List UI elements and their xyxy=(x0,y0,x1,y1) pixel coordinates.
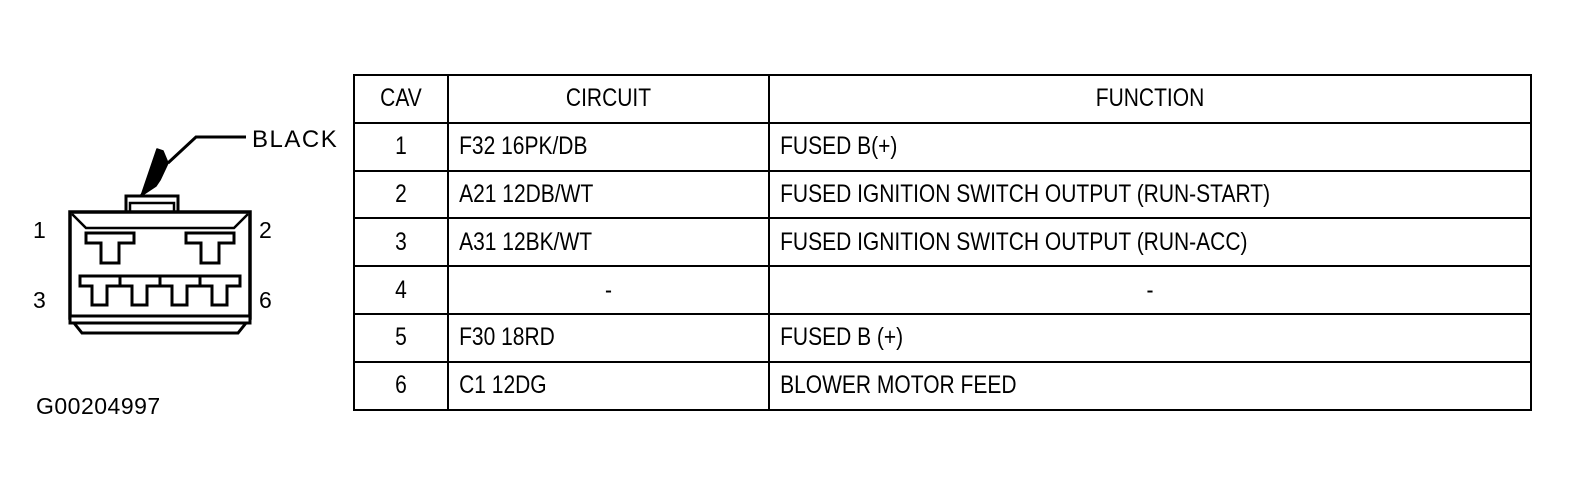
pin-number-6: 6 xyxy=(259,287,272,313)
column-header-circuit-label: CIRCUIT xyxy=(565,84,652,113)
callout-leader-line xyxy=(166,135,246,165)
cell-function: FUSED IGNITION SWITCH OUTPUT (RUN-START) xyxy=(768,169,1532,220)
column-header-cav: CAV xyxy=(353,74,449,124)
pin-number-3: 3 xyxy=(33,287,46,313)
arrow-pointer-icon xyxy=(138,148,169,198)
column-header-circuit: CIRCUIT xyxy=(447,74,770,124)
cavity-top-left xyxy=(84,231,136,265)
cell-cav: 3 xyxy=(353,217,449,268)
pinout-table-container: CAV CIRCUIT FUNCTION 1 F32 16PK/DB F xyxy=(353,74,1532,411)
cavity-bottom-4 xyxy=(198,274,242,307)
cell-cav: 6 xyxy=(353,360,449,411)
cell-circuit: A31 12BK/WT xyxy=(447,217,770,268)
connector-base-flange xyxy=(68,314,252,335)
cell-cav: 2 xyxy=(353,169,449,220)
column-header-cav-label: CAV xyxy=(380,84,422,113)
pinout-table: CAV CIRCUIT FUNCTION 1 F32 16PK/DB F xyxy=(353,74,1532,411)
cell-cav: 1 xyxy=(353,121,449,172)
connector-figure: BLACK 1 2 3 6 G00204997 xyxy=(0,0,350,440)
table-row: 2 A21 12DB/WT FUSED IGNITION SWITCH OUTP… xyxy=(353,169,1532,220)
cell-function: - xyxy=(768,265,1532,315)
cell-circuit: C1 12DG xyxy=(447,360,770,411)
cell-function: BLOWER MOTOR FEED xyxy=(768,360,1532,411)
pin-number-2: 2 xyxy=(259,217,272,243)
pin-number-1: 1 xyxy=(33,217,46,243)
table-header-row: CAV CIRCUIT FUNCTION xyxy=(353,74,1532,124)
table-row: 6 C1 12DG BLOWER MOTOR FEED xyxy=(353,360,1532,411)
cell-function: FUSED B (+) xyxy=(768,312,1532,363)
cell-circuit: A21 12DB/WT xyxy=(447,169,770,220)
cell-cav: 5 xyxy=(353,312,449,363)
table-row: 4 - - xyxy=(353,265,1532,315)
connector-drawing xyxy=(68,135,252,335)
table-row: 5 F30 18RD FUSED B (+) xyxy=(353,312,1532,363)
table-row: 1 F32 16PK/DB FUSED B(+) xyxy=(353,121,1532,172)
column-header-function-label: FUNCTION xyxy=(1095,84,1205,113)
cell-function: FUSED IGNITION SWITCH OUTPUT (RUN-ACC) xyxy=(768,217,1532,268)
cell-circuit: F32 16PK/DB xyxy=(447,121,770,172)
cell-circuit: - xyxy=(447,265,770,315)
cavity-top-right xyxy=(184,231,236,265)
figure-caption: G00204997 xyxy=(36,393,161,419)
table-row: 3 A31 12BK/WT FUSED IGNITION SWITCH OUTP… xyxy=(353,217,1532,268)
cell-function: FUSED B(+) xyxy=(768,121,1532,172)
connector-color-label: BLACK xyxy=(252,126,339,153)
column-header-function: FUNCTION xyxy=(768,74,1532,124)
cell-cav: 4 xyxy=(353,265,449,315)
cell-circuit: F30 18RD xyxy=(447,312,770,363)
